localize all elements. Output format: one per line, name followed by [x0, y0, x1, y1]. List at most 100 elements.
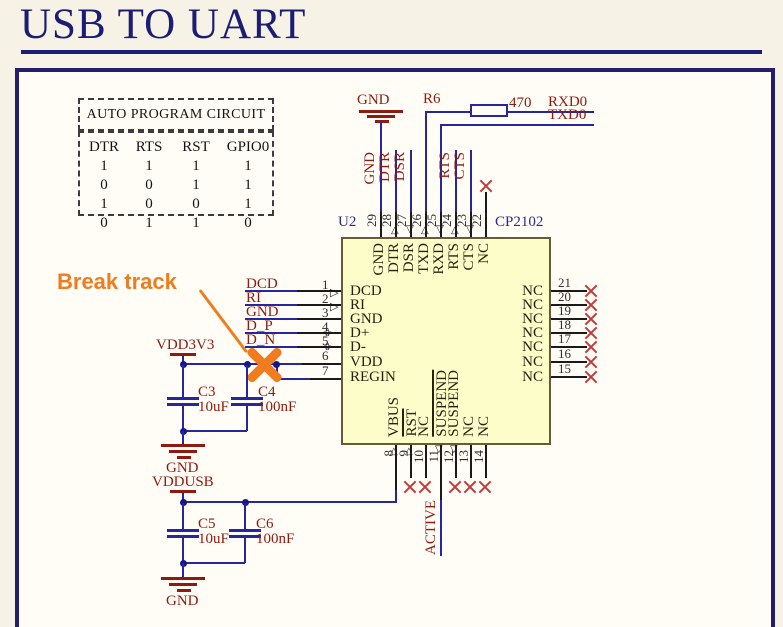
- pin-wire: [551, 346, 587, 348]
- no-connect-x-icon: [584, 355, 598, 369]
- pin-wire: [395, 445, 397, 490]
- no-connect-x-icon: [463, 480, 477, 494]
- pin-wire: [485, 445, 487, 478]
- capacitor-plate-icon: [167, 397, 199, 400]
- wire: [244, 538, 246, 563]
- power-bar-icon: [170, 353, 196, 356]
- capacitor-designator: C5: [198, 516, 216, 532]
- net-label: GND: [246, 304, 279, 320]
- pin-arrow-icon: △: [390, 446, 398, 457]
- table-cell: 0: [192, 196, 200, 212]
- no-connect-x-icon: [584, 326, 598, 340]
- power-bar-icon: [170, 490, 196, 493]
- rxd0-net-label: RXD0: [548, 94, 588, 110]
- pin-arrow-icon: ▽: [436, 224, 444, 235]
- txd0-net-label: TXD0: [548, 107, 587, 123]
- net-label: GND: [362, 152, 378, 185]
- chip-pin-name: D-: [350, 339, 366, 355]
- capacitor-plate-icon: [229, 535, 261, 538]
- pin-number: 19: [558, 303, 571, 318]
- chip-pin-name: GND: [350, 311, 383, 327]
- table-cell: 1: [192, 215, 200, 231]
- pin-number: 10: [411, 450, 426, 463]
- auto-program-title: AUTO PROGRAM CIRCUIT: [86, 107, 266, 122]
- wire: [426, 111, 470, 113]
- pin-wire: [380, 212, 382, 237]
- column-header: RTS: [135, 139, 163, 155]
- wire: [425, 111, 427, 212]
- pin-number: 6: [322, 348, 329, 363]
- page-title: USB TO UART: [20, 1, 307, 48]
- earth-ground-icon: [375, 120, 389, 123]
- net-label: D_P: [246, 318, 273, 334]
- chip-pin-name: NC: [522, 283, 543, 299]
- resistor-value: 470: [509, 95, 532, 111]
- active-net-label: ACTIVE: [423, 500, 439, 555]
- pin-wire: [302, 363, 341, 365]
- pin-wire: [455, 445, 457, 478]
- pin-number: 29: [364, 214, 379, 227]
- chip-pin-name: SUSPEND: [446, 370, 462, 437]
- wire: [455, 150, 457, 212]
- pin-wire: [470, 212, 472, 237]
- column-header: GPIO0: [226, 139, 270, 155]
- chip-pin-name: NC: [416, 416, 432, 437]
- wire: [183, 363, 302, 365]
- pin-arrow-icon: ▽: [450, 444, 458, 455]
- pin-wire: [425, 445, 427, 478]
- wire: [183, 562, 245, 564]
- wire: [182, 538, 184, 563]
- capacitor-value: 100nF: [258, 399, 297, 415]
- wire: [246, 365, 248, 398]
- no-connect-x-icon: [584, 370, 598, 384]
- pin-wire: [440, 212, 442, 237]
- table-cell: 1: [244, 177, 252, 193]
- wire: [410, 150, 412, 212]
- pin-wire: [297, 290, 341, 292]
- table-cell: 0: [145, 196, 153, 212]
- pin-wire: [310, 378, 341, 380]
- wire: [245, 332, 297, 334]
- pin-number: 14: [471, 450, 486, 463]
- table-cell: 0: [244, 215, 252, 231]
- earth-ground-icon: [177, 456, 191, 459]
- net-label: DTR: [377, 152, 393, 182]
- pin-wire: [425, 212, 427, 237]
- chip-pin-name: RI: [350, 297, 365, 313]
- chip-pin-name: D+: [350, 325, 370, 341]
- resistor-designator: R6: [423, 91, 441, 107]
- wire: [244, 503, 246, 530]
- pin-wire: [551, 304, 587, 306]
- no-connect-x-icon: [584, 298, 598, 312]
- table-cell: 1: [244, 158, 252, 174]
- vddusb-power-label: VDDUSB: [152, 474, 214, 490]
- wire: [183, 501, 396, 503]
- chip-pin-name: CTS: [461, 243, 477, 271]
- capacitor-designator: C3: [198, 384, 216, 400]
- earth-ground-icon: [177, 589, 191, 592]
- pin-wire: [551, 376, 587, 378]
- table-cell: 1: [145, 215, 153, 231]
- pin-wire: [410, 445, 412, 478]
- pin-wire: [551, 332, 587, 334]
- pin-number: 2: [322, 291, 329, 306]
- no-connect-x-icon: [418, 480, 432, 494]
- capacitor-plate-icon: [229, 529, 261, 532]
- net-label: RTS: [437, 152, 453, 179]
- chip-pin-name: NC: [522, 297, 543, 313]
- junction-dot: [180, 499, 187, 506]
- wire: [246, 406, 248, 431]
- resistor-body-icon: [470, 104, 508, 117]
- pin-wire: [297, 332, 341, 334]
- chip-pin-name: VBUS: [386, 396, 402, 437]
- pin-wire: [410, 212, 412, 237]
- capacitor-value: 100nF: [256, 531, 295, 547]
- pin-number: 17: [558, 331, 571, 346]
- chip-pin-name: NC: [522, 311, 543, 327]
- chip-pin-name: DCD: [350, 283, 382, 299]
- table-cell: 1: [244, 196, 252, 212]
- net-label: D_N: [246, 332, 276, 348]
- junction-dot: [242, 499, 249, 506]
- pin-number: 15: [558, 361, 571, 376]
- earth-ground-icon: [169, 450, 197, 453]
